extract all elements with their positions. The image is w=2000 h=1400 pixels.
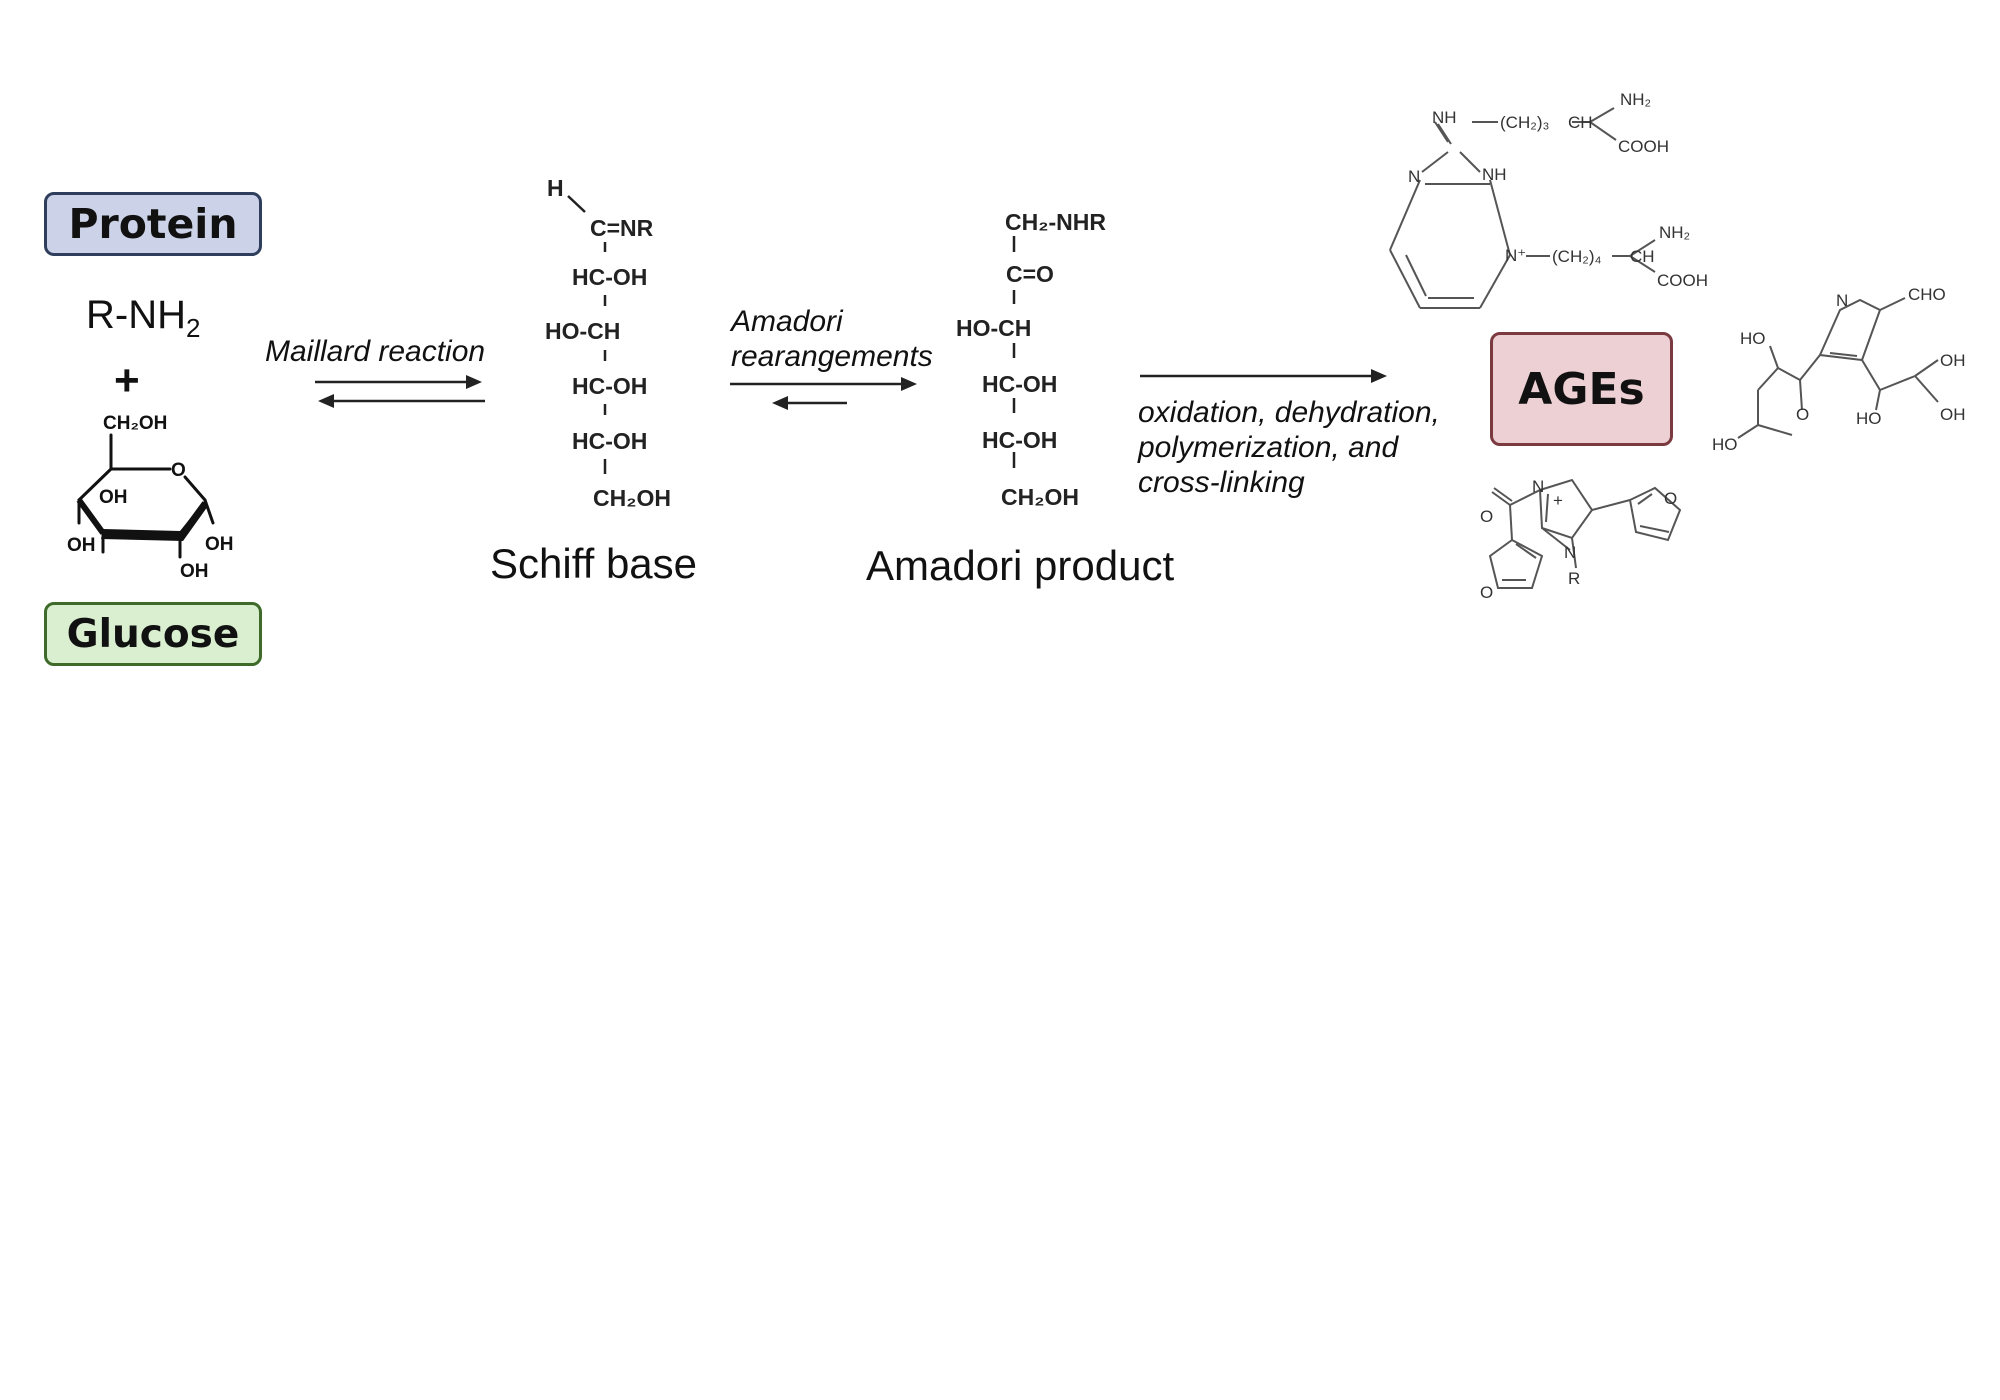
pento-cooh-a: COOH — [1618, 137, 1669, 156]
amadori-row-1: CH₂-NHR — [1005, 209, 1106, 235]
pento-nh2-a: NH₂ — [1620, 90, 1651, 109]
pyrr-ho-2: HO — [1856, 409, 1882, 428]
glucose-structure: CH₂OH O OH OH OH OH — [67, 413, 234, 582]
plus-sign: + — [114, 356, 140, 405]
glucose-oh-1: OH — [99, 487, 128, 508]
amadori-row-5: HC-OH — [982, 427, 1057, 453]
pento-ch2-4: (CH₂)₄ — [1552, 247, 1601, 266]
glucose-ch2oh: CH₂OH — [103, 413, 167, 434]
ages-label-box: AGEs — [1490, 332, 1673, 446]
pento-nh: NH — [1432, 108, 1457, 127]
pento-n-plus: N⁺ — [1505, 246, 1526, 265]
pento-cooh-b: COOH — [1657, 271, 1708, 290]
protein-label-box: Protein — [44, 192, 262, 256]
schiff-row-5: HC-OH — [572, 428, 647, 454]
age-structure-pentosidine: NH (CH₂)₃ CH NH₂ COOH N NH N⁺ (CH₂)₄ CH … — [1389, 90, 1708, 309]
pento-ch-b: CH — [1630, 247, 1655, 266]
schiff-row-3: HO-CH — [545, 318, 620, 344]
amadori-product-structure: CH₂-NHR C=O HO-CH HC-OH HC-OH CH₂OH — [956, 209, 1106, 510]
pento-ch2-3: (CH₂)₃ — [1500, 113, 1549, 132]
pento-nh2-b: NH₂ — [1659, 223, 1690, 242]
imid-furan-o-1: O — [1664, 489, 1677, 508]
schiff-row-4: HC-OH — [572, 373, 647, 399]
schiff-base-label: Schiff base — [490, 540, 698, 587]
conditions-line-2: polymerization, and — [1138, 431, 1399, 464]
imid-plus-charge: + — [1553, 491, 1563, 510]
pyrr-ho-3: HO — [1712, 435, 1738, 454]
schiff-row-1: C=NR — [590, 215, 654, 241]
imid-n-plus: N — [1532, 477, 1544, 496]
pyrr-ring-o: O — [1796, 405, 1809, 424]
amadori-row-2: C=O — [1006, 261, 1054, 287]
pento-ring-nh: NH — [1482, 165, 1507, 184]
imid-carbonyl-o: O — [1480, 507, 1493, 526]
amadori-row-4: HC-OH — [982, 371, 1057, 397]
imid-furan-o-2: O — [1480, 583, 1493, 602]
maillard-equilibrium-arrows — [315, 375, 485, 408]
glucose-ring-oxygen: O — [171, 460, 186, 481]
schiff-base-structure: H C=NR HC-OH HO-CH HC-OH HC-OH CH₂OH — [545, 175, 671, 511]
amadori-label-line-1: Amadori — [731, 305, 843, 338]
imid-n: N — [1564, 543, 1576, 562]
pyrr-cho: CHO — [1908, 285, 1946, 304]
pyrr-ho-1: HO — [1740, 329, 1766, 348]
age-structure-imidazolium: N + O O O N R — [1480, 477, 1682, 602]
protein-label: Protein — [68, 200, 238, 248]
age-formation-conditions: oxidation, dehydration, polymerization, … — [1138, 395, 1440, 500]
amadori-product-label: Amadori product — [866, 542, 1175, 589]
amadori-row-3: HO-CH — [956, 315, 1031, 341]
amadori-row-6: CH₂OH — [1001, 484, 1079, 510]
glucose-oh-2: OH — [67, 535, 96, 556]
imid-r: R — [1568, 569, 1580, 588]
pyrr-oh-2: OH — [1940, 405, 1966, 424]
pento-ring-n: N — [1408, 167, 1420, 186]
glucose-label: Glucose — [66, 611, 240, 657]
schiff-row-6: CH₂OH — [593, 485, 671, 511]
pyrr-n: N — [1836, 291, 1848, 310]
pyrr-oh-1: OH — [1940, 351, 1966, 370]
pento-ch-a: CH — [1568, 113, 1593, 132]
glucose-oh-4: OH — [180, 561, 209, 582]
ages-label: AGEs — [1518, 363, 1645, 415]
age-structure-pyrraline: N CHO HO O HO OH OH HO — [1712, 285, 1966, 454]
schiff-h: H — [547, 175, 564, 201]
schiff-row-2: HC-OH — [572, 264, 647, 290]
age-formation-arrow — [1140, 369, 1387, 383]
glucose-oh-3: OH — [205, 534, 234, 555]
conditions-line-1: oxidation, dehydration, — [1138, 396, 1440, 429]
maillard-reaction-label: Maillard reaction — [265, 335, 486, 368]
amadori-rearrangements-label: Amadori rearangements — [731, 304, 933, 374]
amadori-equilibrium-arrows — [730, 377, 917, 410]
amine-formula: R-NH2 — [86, 293, 201, 343]
glucose-label-box: Glucose — [44, 602, 262, 666]
conditions-line-3: cross-linking — [1138, 466, 1305, 499]
amadori-label-line-2: rearangements — [731, 340, 933, 373]
